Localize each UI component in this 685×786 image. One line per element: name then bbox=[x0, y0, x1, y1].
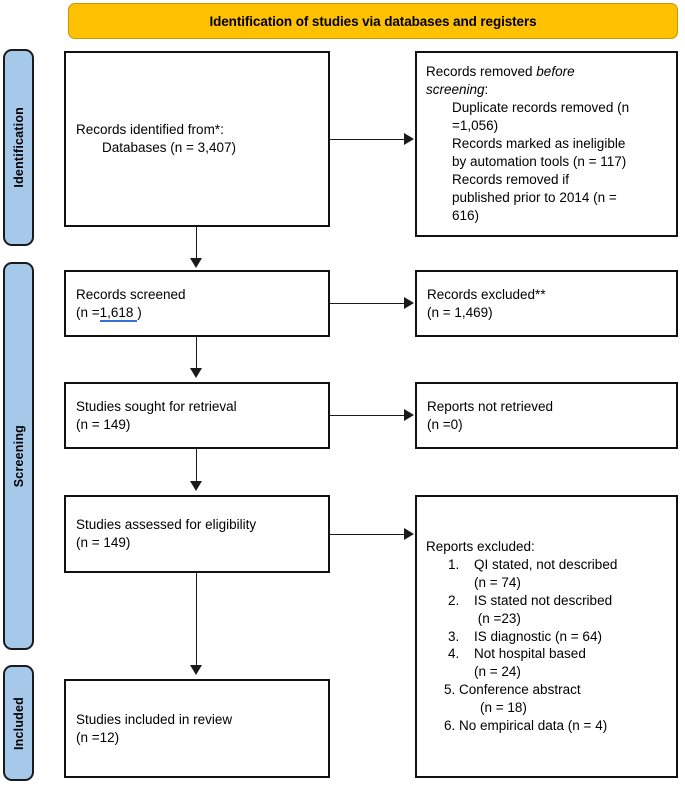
box-records-removed-before-screening: Records removed before screening: Duplic… bbox=[415, 51, 678, 237]
box-records-identified: Records identified from*: Databases (n =… bbox=[64, 51, 330, 227]
records-removed-line7: Records removed if bbox=[452, 171, 570, 187]
box-records-excluded-text: Records excluded** (n = 1,469) bbox=[417, 286, 676, 322]
reports-excluded-item-text: IS diagnostic (n = 64) bbox=[474, 628, 602, 644]
reports-excluded-item: 3. IS diagnostic (n = 64) bbox=[426, 628, 667, 646]
reports-excluded-item-text: QI stated, not described bbox=[474, 556, 618, 572]
records-excluded-line1: Records excluded** bbox=[427, 286, 546, 302]
connector-identified-to-screened-arrow bbox=[190, 258, 202, 268]
box-studies-included-text: Studies included in review (n =12) bbox=[66, 711, 328, 747]
box-reports-not-retrieved-text: Reports not retrieved (n =0) bbox=[417, 398, 676, 434]
box-records-screened-text: Records screened (n =1,618 ) bbox=[66, 286, 328, 322]
records-removed-line2: screening: bbox=[426, 81, 667, 99]
records-removed-line9: 616) bbox=[452, 207, 480, 223]
connector-identified-to-screened-line bbox=[196, 227, 197, 260]
stage-banner-identification: Identification of studies via databases … bbox=[68, 3, 678, 39]
studies-included-line2: (n =12) bbox=[76, 729, 120, 745]
phase-tab-included: Included bbox=[3, 665, 34, 781]
box-records-identified-text: Records identified from*: Databases (n =… bbox=[66, 121, 328, 157]
connector-screened-to-sought-line bbox=[196, 337, 197, 370]
box-reports-excluded: Reports excluded: 1. QI stated, not descr… bbox=[415, 495, 678, 778]
reports-not-retrieved-line2: (n =0) bbox=[427, 416, 463, 432]
box-records-excluded: Records excluded** (n = 1,469) bbox=[415, 270, 678, 337]
connector-assessed-to-included-line bbox=[196, 573, 197, 667]
reports-excluded-item-continuation: (n =23) bbox=[474, 610, 521, 626]
connector-identified-to-removed-line bbox=[330, 139, 406, 140]
studies-sought-line2: (n = 149) bbox=[76, 416, 131, 432]
records-screened-count-prefix: (n = bbox=[76, 304, 100, 320]
records-identified-line1: Records identified from*: bbox=[76, 122, 224, 138]
connector-sought-to-assessed-arrow bbox=[190, 481, 202, 491]
connector-screened-to-excluded-arrow bbox=[404, 297, 414, 309]
reports-excluded-item: 5. Conference abstract bbox=[426, 681, 667, 699]
studies-assessed-line2: (n = 149) bbox=[76, 535, 131, 550]
records-removed-line1: Records removed before bbox=[426, 63, 667, 81]
records-removed-line2-emphasis: screening bbox=[426, 82, 485, 98]
records-removed-line1-plain: Records removed bbox=[426, 64, 537, 80]
reports-excluded-item-continuation: (n = 74) bbox=[474, 574, 521, 590]
records-removed-line1-emphasis: before bbox=[536, 64, 575, 80]
box-studies-included-in-review: Studies included in review (n =12) bbox=[64, 679, 330, 778]
reports-excluded-item: 4. Not hospital based bbox=[426, 645, 667, 663]
box-studies-assessed-text: Studies assessed for eligibility (n = 14… bbox=[66, 516, 328, 552]
connector-sought-to-notretrieved-arrow bbox=[404, 409, 414, 421]
records-removed-line6: by automation tools (n = 117) bbox=[452, 153, 627, 169]
connector-assessed-to-reportsexcluded-arrow bbox=[404, 528, 414, 540]
records-removed-line4: =1,056) bbox=[452, 118, 499, 134]
stage-banner-label: Identification of studies via databases … bbox=[209, 13, 537, 29]
connector-assessed-to-reportsexcluded-line bbox=[330, 534, 406, 535]
reports-not-retrieved-line1: Reports not retrieved bbox=[427, 398, 554, 414]
reports-excluded-item-continuation: (n = 24) bbox=[474, 664, 521, 680]
studies-sought-line1: Studies sought for retrieval bbox=[76, 398, 237, 414]
connector-screened-to-sought-arrow bbox=[190, 368, 202, 378]
box-studies-sought-for-retrieval: Studies sought for retrieval (n = 149) bbox=[64, 382, 330, 449]
reports-excluded-item-text: Not hospital based bbox=[474, 646, 586, 662]
box-reports-not-retrieved: Reports not retrieved (n =0) bbox=[415, 382, 678, 449]
reports-excluded-item: 2. IS stated not described bbox=[426, 592, 667, 610]
reports-excluded-item-number: 2. bbox=[448, 592, 460, 608]
records-excluded-line2: (n = 1,469) bbox=[427, 304, 493, 320]
studies-assessed-line1: Studies assessed for eligibility bbox=[76, 517, 257, 533]
records-removed-line5: Records marked as ineligible bbox=[452, 136, 626, 152]
connector-identified-to-removed-arrow bbox=[404, 133, 414, 145]
box-records-screened: Records screened (n =1,618 ) bbox=[64, 270, 330, 337]
box-studies-sought-text: Studies sought for retrieval (n = 149) bbox=[66, 398, 328, 434]
records-screened-count-value: 1,618 bbox=[99, 304, 138, 322]
phase-tab-identification: Identification bbox=[3, 49, 34, 246]
phase-tab-screening-label: Screening bbox=[11, 424, 26, 488]
reports-excluded-item: 1. QI stated, not described bbox=[426, 556, 667, 574]
connector-sought-to-assessed-line bbox=[196, 449, 197, 483]
box-reports-excluded-text: Reports excluded: 1. QI stated, not descr… bbox=[417, 538, 676, 735]
studies-included-line1: Studies included in review bbox=[76, 711, 233, 727]
phase-tab-screening: Screening bbox=[3, 262, 34, 650]
box-records-removed-text: Records removed before screening: Duplic… bbox=[417, 63, 676, 225]
records-identified-line2: Databases (n = 3,407) bbox=[102, 140, 236, 155]
records-screened-count: (n =1,618 ) bbox=[76, 304, 318, 322]
records-screened-count-suffix: ) bbox=[137, 304, 142, 320]
records-removed-line8: published prior to 2014 (n = bbox=[452, 189, 617, 205]
phase-tab-included-label: Included bbox=[11, 696, 26, 750]
records-screened-line1: Records screened bbox=[76, 286, 186, 302]
records-removed-line2-colon: : bbox=[484, 82, 489, 98]
connector-assessed-to-included-arrow bbox=[190, 665, 202, 675]
connector-screened-to-excluded-line bbox=[330, 303, 406, 304]
reports-excluded-item-number: 3. bbox=[448, 628, 460, 644]
box-studies-assessed-for-eligibility: Studies assessed for eligibility (n = 14… bbox=[64, 495, 330, 573]
reports-excluded-heading: Reports excluded: bbox=[426, 538, 535, 554]
reports-excluded-item-number: 4. bbox=[448, 646, 460, 662]
reports-excluded-item-number: 1. bbox=[448, 556, 460, 572]
records-removed-line3: Duplicate records removed (n bbox=[452, 100, 630, 116]
reports-excluded-item: 6. No empirical data (n = 4) bbox=[426, 717, 667, 735]
reports-excluded-item-text: 6. No empirical data (n = 4) bbox=[444, 718, 608, 734]
reports-excluded-item-text: IS stated not described bbox=[474, 592, 613, 608]
reports-excluded-list: 1. QI stated, not described (n = 74) 2. IS s… bbox=[426, 556, 667, 736]
reports-excluded-item-continuation: (n = 18) bbox=[480, 700, 527, 716]
reports-excluded-item-text: 5. Conference abstract bbox=[444, 682, 581, 698]
phase-tab-identification-label: Identification bbox=[11, 107, 26, 188]
connector-sought-to-notretrieved-line bbox=[330, 415, 406, 416]
